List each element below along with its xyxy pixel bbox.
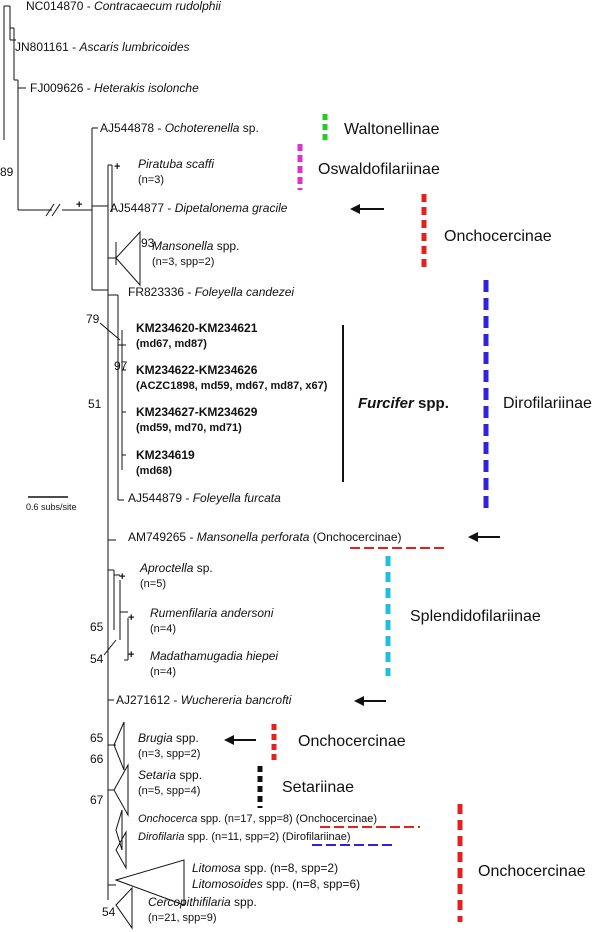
taxon-label-contracaecum: NC014870 - Contracaecum rudolphii — [26, 0, 221, 13]
label-splendidofilariinae: Splendidofilariinae — [410, 608, 541, 625]
taxon-label-brugia: Brugia spp. — [138, 731, 199, 745]
collapsed-clades — [113, 230, 185, 930]
label-setariinae: Setariinae — [282, 779, 354, 796]
support-97: 97 — [114, 359, 128, 373]
taxon-label-foleyella-furcata: AJ544879 - Foleyella furcata — [128, 491, 281, 505]
taxon-sub-km234627: (md59, md70, md71) — [136, 422, 242, 434]
taxon-label-mansonella-perforata: AM749265 - Mansonella perforata (Onchoce… — [128, 530, 402, 544]
taxon-sub-km234619: (md68) — [136, 465, 172, 477]
taxon-label-ochoterenella: AJ544878 - Ochoterenella sp. — [100, 121, 259, 135]
arrows — [224, 204, 500, 745]
support-89: 89 — [0, 165, 14, 179]
taxon-label-setaria: Setaria spp. — [138, 768, 202, 782]
taxon-count-madathamugadia: (n=4) — [150, 666, 176, 678]
taxon-count-piratuba: (n=3) — [138, 174, 164, 186]
taxon-label-rumenfilaria: Rumenfilaria andersoni — [150, 606, 274, 620]
label-onchocercinae-bottom: Onchocercinae — [478, 863, 586, 880]
label-waltonellinae: Waltonellinae — [344, 121, 440, 138]
taxon-label-litomosoides: Litomosoides spp. (n=8, spp=6) — [192, 877, 360, 891]
support-67: 67 — [90, 793, 104, 807]
taxon-label-km234620: KM234620-KM234621 — [136, 321, 258, 335]
support-65-b: 65 — [90, 731, 104, 745]
taxon-count-rumenfilaria: (n=4) — [150, 623, 176, 635]
taxon-label-wuchereria: AJ271612 - Wuchereria bancrofti — [116, 693, 292, 707]
scale-bar: 0.6 subs/site — [26, 496, 77, 512]
support-54-a: 54 — [90, 652, 104, 666]
support-93: 93 — [141, 236, 155, 250]
taxon-label-dirofilaria: Dirofilaria spp. (n=11, spp=2) (Dirofila… — [138, 831, 351, 843]
support-51: 51 — [88, 397, 102, 411]
label-oswaldofilariinae: Oswaldofilariinae — [318, 161, 440, 178]
label-dirofilariinae: Dirofilariinae — [503, 395, 592, 412]
taxon-label-madathamugadia: Madathamugadia hiepei — [150, 649, 278, 663]
taxon-label-km234622: KM234622-KM234626 — [136, 363, 258, 377]
furcifer-label: Furcifer spp. — [358, 395, 449, 412]
taxon-count-brugia: (n=3, spp=2) — [138, 748, 200, 760]
taxon-label-piratuba: Piratuba scaffi — [138, 157, 214, 171]
taxon-label-onchocerca: Onchocerca spp. (n=17, spp=8) (Onchocerc… — [138, 813, 377, 825]
taxon-sub-km234622: (ACZC1898, md59, md67, md87, x67) — [136, 380, 328, 392]
taxon-count-setaria: (n=5, spp=4) — [138, 785, 200, 797]
label-onchocercinae-mid: Onchocercinae — [298, 733, 406, 750]
taxon-count-mansonella: (n=3, spp=2) — [152, 256, 214, 268]
taxon-label-foleyella-candezei: FR823336 - Foleyella candezei — [128, 285, 294, 299]
taxon-label-litomosa: Litomosa spp. (n=8, spp=2) — [192, 861, 338, 875]
label-onchocercinae-top: Onchocercinae — [444, 228, 552, 245]
taxon-label-cercopithifilaria: Cercopithifilaria spp. — [148, 895, 257, 909]
taxon-count-cercopithifilaria: (n=21, spp=9) — [148, 912, 217, 924]
taxon-label-aproctella: Aproctella sp. — [139, 561, 213, 575]
support-54-b: 54 — [102, 905, 116, 919]
taxon-label-km234619: KM234619 — [136, 448, 195, 462]
support-79: 79 — [86, 312, 100, 326]
taxon-label-heterakis: FJ009626 - Heterakis isolonche — [30, 81, 199, 95]
subfamily-bars — [257, 114, 489, 922]
taxon-label-dipetalonema: AJ544877 - Dipetalonema gracile — [110, 201, 288, 215]
tree-branches — [3, 5, 129, 900]
support-plus-rumenfilaria: + — [128, 612, 134, 624]
support-values: 89 93 79 97 51 65 54 65 66 67 54 + + + +… — [0, 161, 155, 919]
taxon-count-aproctella: (n=5) — [140, 578, 166, 590]
taxon-label-mansonella: Mansonella spp. — [152, 239, 239, 253]
support-plus-piratuba: + — [114, 161, 120, 173]
scale-bar-label: 0.6 subs/site — [26, 502, 77, 512]
support-plus-madathamugadia: + — [128, 649, 134, 661]
support-65-a: 65 — [90, 620, 104, 634]
taxon-label-ascaris: JN801161 - Ascaris lumbricoides — [15, 40, 190, 54]
support-66: 66 — [90, 752, 104, 766]
support-plus-aproctella: + — [119, 571, 125, 583]
taxon-sub-km234620: (md67, md87) — [136, 338, 207, 350]
taxon-label-km234627: KM234627-KM234629 — [136, 405, 258, 419]
support-plus-root: + — [76, 199, 82, 211]
